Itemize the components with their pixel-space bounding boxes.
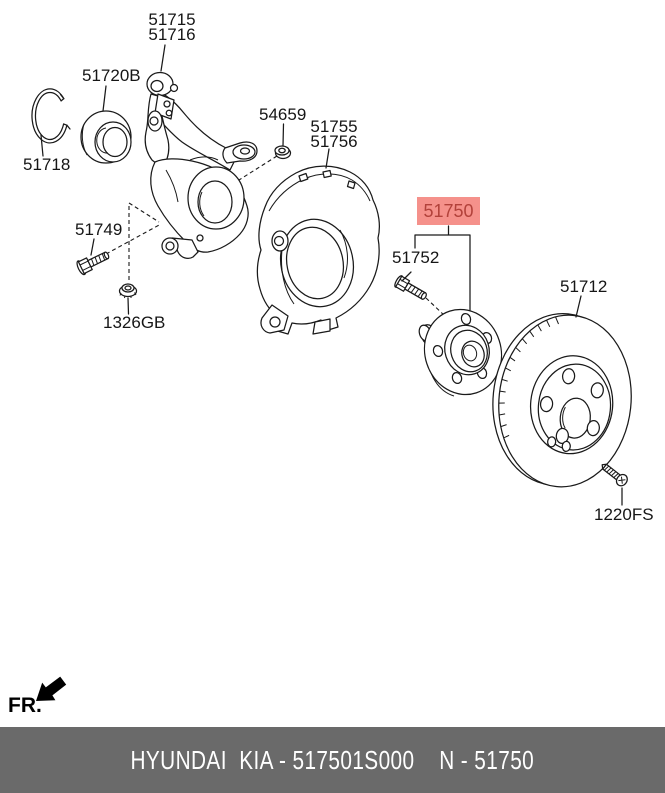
parts-diagram-artwork (31, 44, 632, 701)
part-label-51755-51756[interactable]: 51755 51756 (309, 117, 359, 151)
axle-hub-drawing (418, 308, 503, 397)
fr-direction-arrow-icon (36, 676, 67, 701)
part-label-51756[interactable]: 51756 (310, 132, 358, 151)
part-label-51718[interactable]: 51718 (23, 155, 71, 174)
part-label-51720b[interactable]: 51720B (82, 66, 141, 85)
nut-1326gb-drawing (118, 283, 138, 299)
part-label-51749[interactable]: 51749 (75, 220, 123, 239)
steering-knuckle-drawing (144, 71, 258, 259)
part-label-51755[interactable]: 51755 (310, 117, 358, 136)
part-label-1220fs[interactable]: 1220FS (594, 505, 654, 524)
footer-part-info: HYUNDAI KIA - 517501S000 N - 51750 (130, 744, 535, 775)
wheel-bearing-drawing (80, 110, 132, 164)
part-label-51715-51716[interactable]: 51715 51716 (147, 10, 197, 44)
screw-1220fs-drawing (601, 463, 628, 487)
brake-disc-drawing (492, 312, 632, 488)
bolt-51749-drawing (76, 251, 110, 276)
snap-ring-drawing (31, 88, 71, 144)
part-label-54659[interactable]: 54659 (259, 105, 307, 124)
part-label-1326gb[interactable]: 1326GB (103, 313, 166, 332)
dust-shield-drawing (256, 165, 380, 335)
part-label-51712[interactable]: 51712 (560, 277, 608, 296)
part-label-51752[interactable]: 51752 (392, 248, 440, 267)
leader-lines (40, 44, 623, 506)
part-label-51715[interactable]: 51715 (148, 10, 196, 29)
bolt-51752-drawing (394, 275, 427, 300)
part-label-51716[interactable]: 51716 (148, 25, 196, 44)
fr-direction-label: FR. (8, 694, 42, 717)
part-label-51750-highlighted[interactable]: 51750 (417, 197, 480, 225)
bracket-51750 (414, 225, 471, 311)
footer-bar: HYUNDAI KIA - 517501S000 N - 51750 (0, 727, 665, 793)
nut-54659-drawing (274, 145, 292, 160)
